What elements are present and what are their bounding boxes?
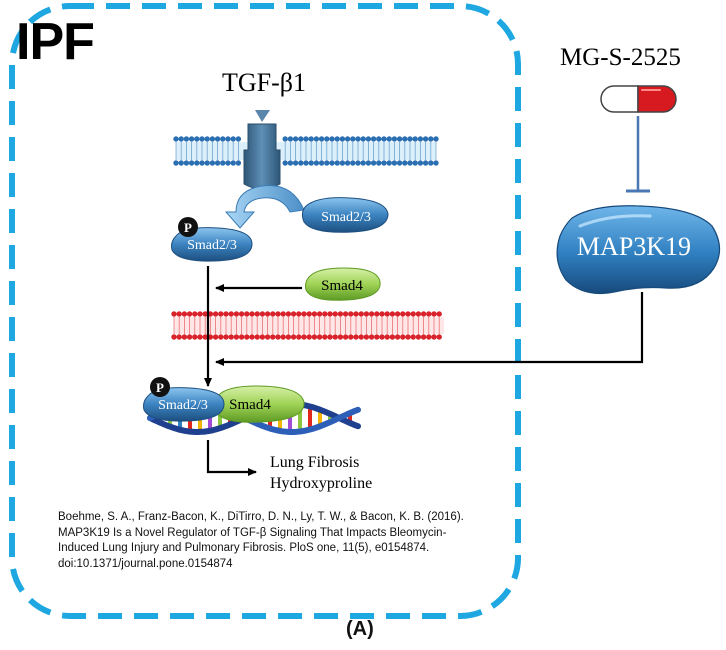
outcome-hydroxyproline: Hydroxyproline <box>270 475 373 492</box>
nuclear-membrane <box>171 311 444 340</box>
tgf-beta-receptor <box>243 110 281 190</box>
ipf-title: IPF <box>16 13 95 71</box>
smad23-phospho-label: Smad2/3 <box>187 238 237 253</box>
reference-line: Induced Lung Injury and Pulmonary Fibros… <box>58 542 430 554</box>
outcome-labels: Lung Fibrosis Hydroxyproline <box>270 452 372 494</box>
complex-to-outcome-arrow <box>206 440 257 476</box>
map3k19-label: MAP3K19 <box>577 232 691 261</box>
ipf-dashed-border <box>9 3 521 619</box>
reference-line: Boehme, S. A., Franz-Bacon, K., DiTirro,… <box>58 511 464 523</box>
smad23-phosphorylated: Smad2/3 P <box>171 217 253 262</box>
reference-line: MAP3K19 Is a Novel Regulator of TGF-β Si… <box>58 526 447 539</box>
reference-line: doi:10.1371/journal.pone.0154874 <box>58 557 233 570</box>
drug-label: MG-S-2525 <box>560 44 681 71</box>
smad23-protein: Smad2/3 <box>301 197 389 233</box>
drug-capsule-icon <box>600 85 677 113</box>
complex-smad23-label: Smad2/3 <box>158 398 208 413</box>
smad23-label: Smad2/3 <box>321 210 371 225</box>
smad4-label: Smad4 <box>321 278 363 294</box>
map3k19-kinase: MAP3K19 <box>556 205 721 295</box>
complex-phospho-label: P <box>156 380 164 395</box>
phospho-label: P <box>184 220 192 235</box>
phosphorylation-arrow <box>224 185 305 229</box>
cell-membrane <box>173 136 439 166</box>
smad4-protein: Smad4 <box>305 267 381 301</box>
phospho-badge <box>178 217 198 237</box>
complex-phospho-badge <box>150 377 170 397</box>
reference-citation: Boehme, S. A., Franz-Bacon, K., DiTirro,… <box>58 510 528 572</box>
smad-complex: Smad4 Smad2/3 P <box>143 377 305 423</box>
complex-smad4-label: Smad4 <box>229 397 271 413</box>
inhibition-line <box>626 116 650 193</box>
tgf-beta1-label: TGF-β1 <box>222 68 307 97</box>
panel-label: (A) <box>346 618 374 640</box>
outcome-lung-fibrosis: Lung Fibrosis <box>270 454 360 471</box>
map3k19-to-nucleus-arrow <box>215 292 644 366</box>
